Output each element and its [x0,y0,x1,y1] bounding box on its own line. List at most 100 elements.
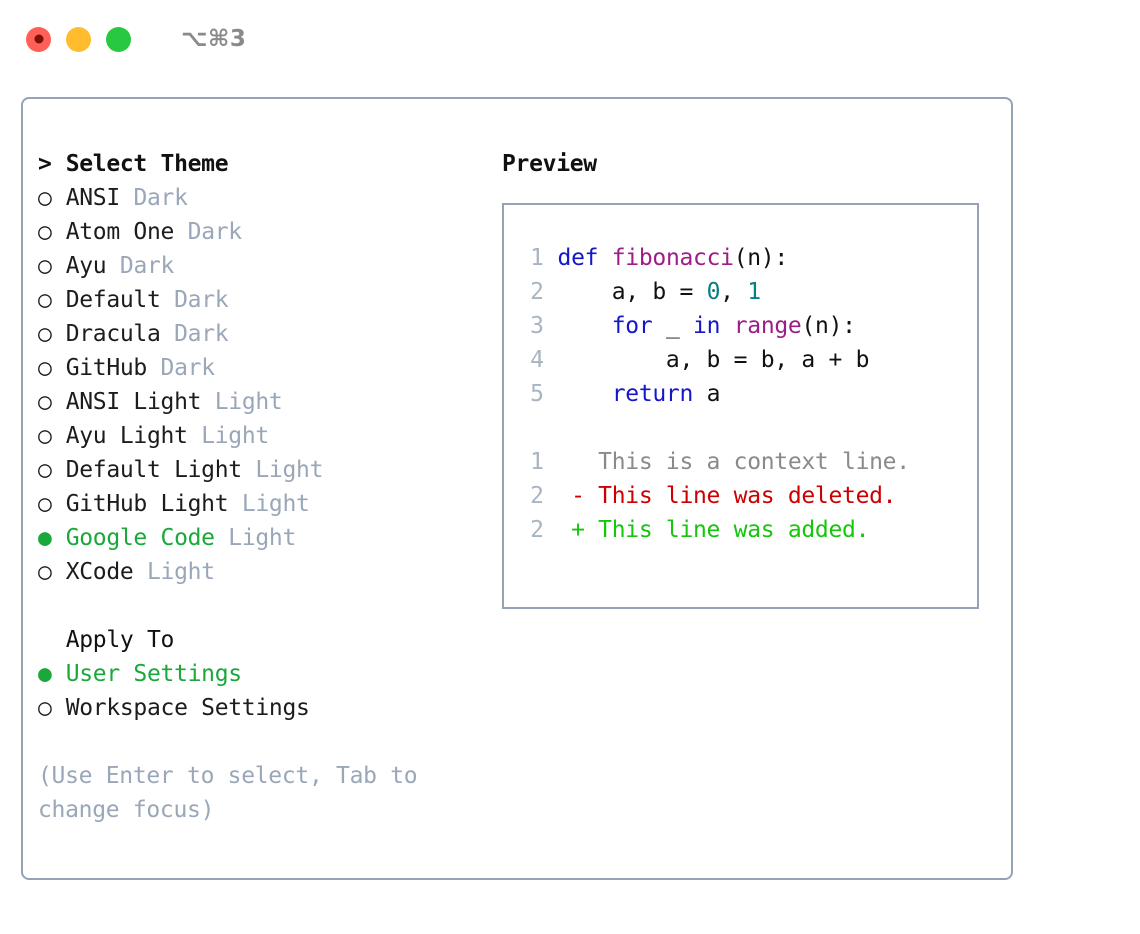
theme-option-label: GitHub [65,355,148,381]
theme-option-atom-one[interactable]: ○ Atom One Dark [38,215,498,249]
code-token-txt [598,245,612,271]
code-token-kw: def [557,245,599,271]
code-line-number: 3 [530,313,544,339]
diff-line-number: 2 [530,517,544,543]
theme-option-label: GitHub Light [65,491,229,517]
code-token-txt: a [693,381,721,407]
card-body: > Select Theme ○ANSI Dark○Atom One Dark○… [23,99,1011,878]
theme-option-ansi[interactable]: ○ANSI Dark [38,181,498,215]
code-token-txt [720,313,734,339]
theme-option-label: Ayu Light [65,423,188,449]
theme-option-label: ANSI [65,185,121,211]
close-window-button[interactable] [26,26,51,52]
theme-option-category: Light [241,491,310,517]
theme-option-google-code[interactable]: ● Google Code Light [38,521,498,555]
apply-to-option-user-settings[interactable]: ●User Settings [38,657,498,691]
theme-option-label: Google Code [65,525,215,551]
group-spacer [38,589,498,623]
preview-gap [516,411,977,445]
theme-option-dracula[interactable]: ○Dracula Dark [38,317,498,351]
code-token-txt: , [720,279,748,305]
code-token-kw: return [611,381,694,407]
theme-option-label: Ayu [65,253,107,279]
diff-line-number: 1 [530,449,544,475]
diff-sample: 1 This is a context line. 2 - This line w… [516,445,977,547]
apply-to-header-label: Apply To [65,627,175,653]
diff-line-text: + This line was added. [557,517,870,543]
radio-unselected-icon: ○ [38,559,52,585]
theme-option-default-light[interactable]: ○ Default Light Light [38,453,498,487]
theme-option-category: Dark [160,355,216,381]
theme-option-github-light[interactable]: ○GitHub Light Light [38,487,498,521]
code-token-txt: (n): [801,313,856,339]
theme-option-category: Dark [187,219,243,245]
theme-option-ansi-light[interactable]: ○ ANSI Light Light [38,385,498,419]
header-caret-icon: > [38,151,66,177]
radio-unselected-icon: ○ [38,389,52,415]
code-line-number: 5 [530,381,544,407]
radio-selected-icon: ● [38,661,52,687]
code-token-txt: _ [652,313,694,339]
code-token-txt: a, b = b, a + b [557,347,870,373]
theme-option-list: ○ ANSI Dark ○ Atom One Dark ○ Ayu Dark ○ Defaul… [38,181,498,589]
code-token-fn: range [733,313,802,339]
theme-option-ayu[interactable]: ○ Ayu Dark [38,249,498,283]
code-token-txt [558,313,612,339]
radio-unselected-icon: ○ [38,287,52,313]
code-line: 4 a, b = b, a + b [516,343,977,377]
theme-option-github[interactable]: ○GitHub Dark [38,351,498,385]
theme-option-xcode[interactable]: ○ XCode Light [38,555,498,589]
radio-unselected-icon: ○ [38,219,52,245]
select-theme-header-label: Select Theme [65,151,229,177]
theme-option-category: Light [214,389,283,415]
preview-title: Preview [502,151,597,177]
radio-selected-icon: ● [38,525,52,551]
radio-unselected-icon: ○ [38,253,52,279]
apply-to-header-indent [38,623,66,657]
maximize-window-button[interactable] [106,26,131,52]
apply-to-option-label: Workspace Settings [65,695,310,721]
code-line-number: 1 [530,245,544,271]
diff-line-text: - This line was deleted. [557,483,897,509]
radio-unselected-icon: ○ [38,423,52,449]
diff-line-add: 2 + This line was added. [516,513,977,547]
theme-option-label: XCode [65,559,134,585]
theme-option-category: Light [255,457,324,483]
theme-option-category: Dark [119,253,175,279]
diff-line-ctx: 1 This is a context line. [516,445,977,479]
diff-line-text: This is a context line. [557,449,910,475]
theme-option-label: Default Light [65,457,242,483]
main-card: > Select Theme ○ANSI Dark○Atom One Dark○… [21,97,1013,880]
theme-option-category: Light [201,423,269,449]
code-token-txt [558,381,612,407]
theme-option-ayu-light[interactable]: ○ Ayu Light Light [38,419,498,453]
radio-unselected-icon: ○ [38,457,52,483]
code-line-number: 4 [530,347,544,373]
diff-line-number: 2 [530,483,544,509]
minimize-window-button[interactable] [66,26,91,52]
keyboard-shortcut-label: ⌥⌘3 [181,26,247,52]
code-line: 2 a, b = 0, 1 [516,275,977,309]
theme-option-label: Default [65,287,161,313]
select-theme-header: > Select Theme [38,147,498,181]
theme-option-category: Dark [174,321,229,347]
theme-option-category: Light [147,559,215,585]
theme-option-label: ANSI Light [65,389,202,415]
code-line: 5 return a [516,377,977,411]
radio-unselected-icon: ○ [38,695,52,721]
theme-option-default[interactable]: ○Default Dark [38,283,498,317]
apply-to-option-workspace-settings[interactable]: ○ Workspace Settings [38,691,498,725]
radio-unselected-icon: ○ [38,185,52,211]
apply-to-header: Apply To [38,623,498,657]
radio-unselected-icon: ○ [38,321,52,347]
theme-option-category: Light [228,525,297,551]
window-controls [26,26,131,52]
apply-to-option-list: ●User Settings ○ Workspace Settings [38,657,498,725]
code-line: 3 for _ in range(n): [516,309,977,343]
theme-option-label: Atom One [65,219,175,245]
